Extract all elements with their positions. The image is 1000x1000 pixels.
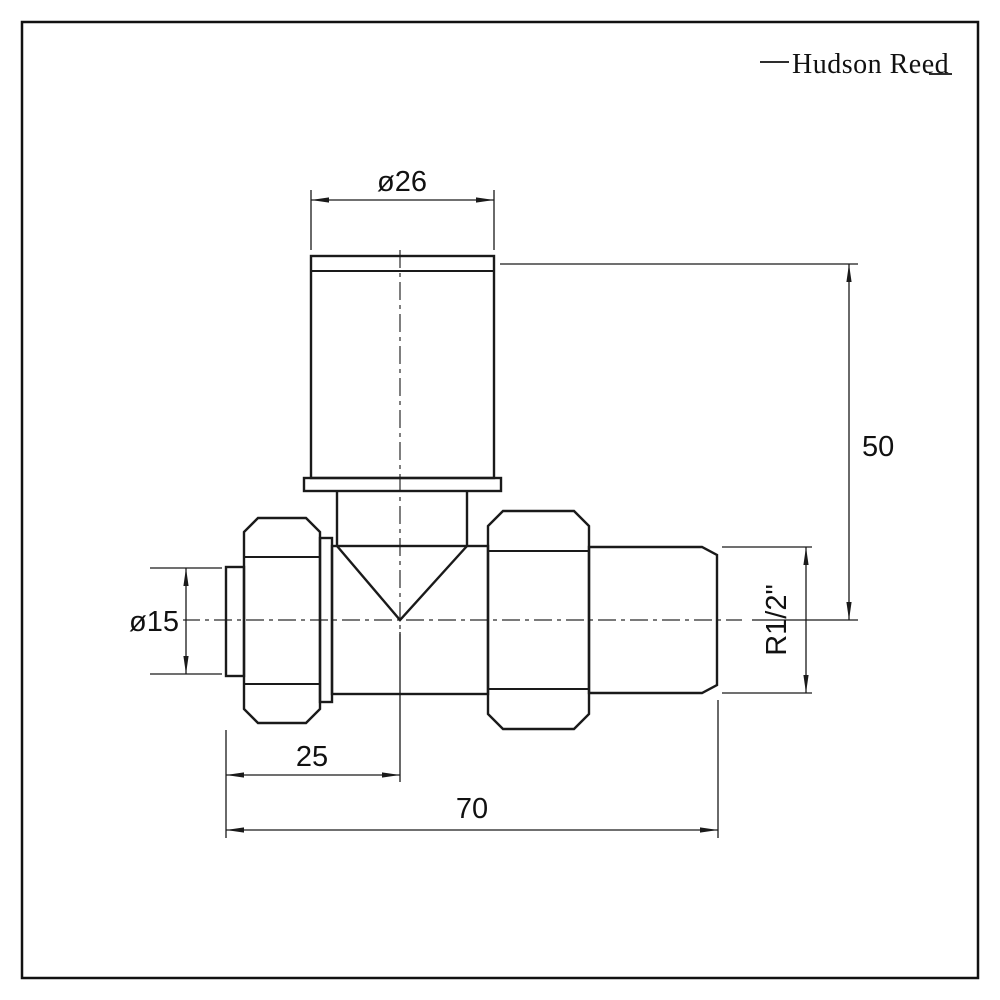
brand-name: Hudson Reed <box>792 49 949 80</box>
page-border <box>20 20 980 980</box>
brand-logo: Hudson Reed <box>760 49 952 80</box>
valve-vee-seat <box>336 545 468 622</box>
valve-head <box>309 254 496 480</box>
right-union-nut <box>486 509 591 731</box>
dim-thread-size: R1/2" <box>722 546 812 694</box>
valve-outline <box>224 254 719 731</box>
dim-valve-height: 50 <box>500 263 894 621</box>
dim-head-diameter: ø26 <box>310 166 495 250</box>
dim-label-head-diameter: ø26 <box>377 166 427 198</box>
label-mask <box>125 602 183 640</box>
dim-label-thread-size: R1/2" <box>761 584 793 656</box>
dim-label-overall-length: 70 <box>456 793 488 825</box>
left-end-cap <box>224 565 246 678</box>
valve-head-flange <box>302 476 503 493</box>
centerlines <box>150 250 742 650</box>
dim-center-offset: 25 <box>225 632 401 838</box>
dim-overall-length: 70 <box>226 700 719 838</box>
dim-label-center-offset: 25 <box>296 741 328 773</box>
dim-inlet-diameter: ø15 <box>125 567 222 675</box>
threaded-tail <box>587 545 719 695</box>
dim-label-inlet-diameter: ø15 <box>129 606 179 638</box>
dim-label-valve-height: 50 <box>862 431 894 463</box>
dimensions: ø26 50 R1/2" ø15 <box>125 166 894 838</box>
